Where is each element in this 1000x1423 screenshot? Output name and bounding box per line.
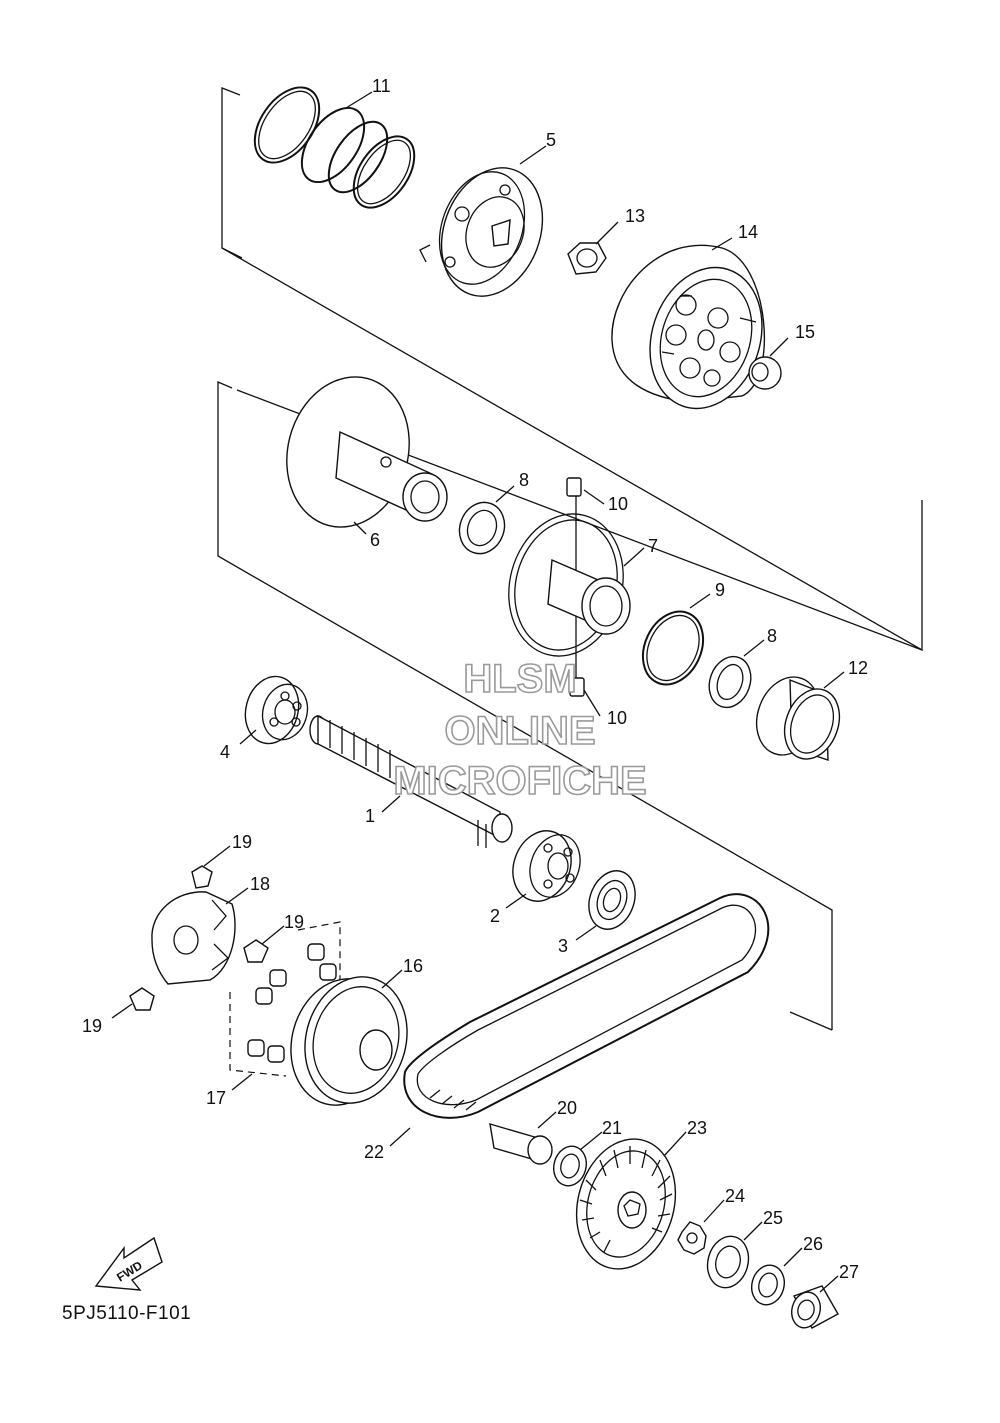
slider-part-19-lower (129, 987, 155, 1011)
watermark-line-2: ONLINE (444, 709, 595, 753)
nut-part-13 (567, 242, 607, 275)
callout-27: 27 (839, 1262, 859, 1282)
primary-sliding-sheave-part-16 (290, 976, 408, 1106)
nut-part-27 (790, 1285, 839, 1329)
washer-part-21 (553, 1145, 587, 1187)
callout-17: 17 (206, 1088, 226, 1108)
diagram-code: 5PJ5110-F101 (62, 1303, 192, 1324)
oil-seal-part-3 (588, 870, 636, 930)
clutch-spring-part-11 (253, 86, 416, 209)
callout-24: 24 (725, 1186, 745, 1206)
callout-21: 21 (602, 1118, 622, 1138)
callout-1: 1 (365, 806, 375, 826)
collar-part-20 (489, 1123, 553, 1165)
callout-7: 7 (648, 536, 658, 556)
slider-part-19-middle (243, 939, 269, 963)
callout-12: 12 (848, 658, 868, 678)
secondary-fixed-sheave-part-6 (286, 376, 448, 528)
oil-seal-part-8-upper (458, 501, 506, 555)
callout-19-left: 19 (82, 1016, 102, 1036)
callout-15: 15 (795, 322, 815, 342)
gear-part-24 (677, 1221, 707, 1255)
clutch-housing-part-14 (611, 244, 766, 410)
watermark-line-3: MICROFICHE (393, 759, 646, 803)
fwd-arrow-icon: FWD (94, 1236, 163, 1291)
callout-9: 9 (715, 580, 725, 600)
callout-5: 5 (546, 130, 556, 150)
washer-part-26 (751, 1264, 785, 1306)
guide-pin-part-10-lower (569, 677, 585, 697)
secondary-sliding-sheave-part-7 (508, 513, 631, 657)
callout-11: 11 (372, 76, 391, 96)
callout-10-upper: 10 (608, 494, 628, 514)
callout-19-top: 19 (232, 832, 252, 852)
v-belt-part-22 (403, 893, 770, 1119)
bearing-part-4 (244, 675, 309, 745)
callout-25: 25 (763, 1208, 783, 1228)
callout-13: 13 (625, 206, 645, 226)
callout-8-upper: 8 (519, 470, 529, 490)
watermark-line-1: HLSM (463, 657, 576, 701)
callout-3: 3 (558, 936, 568, 956)
callout-4: 4 (220, 742, 230, 762)
leader-lines (111, 91, 845, 1293)
clutch-carrier-part-5 (419, 167, 544, 297)
group-outline-upper (221, 87, 923, 652)
collar-part-12 (755, 676, 841, 761)
cam-part-18 (151, 891, 236, 985)
oil-seal-part-8-lower (708, 655, 752, 709)
callout-18: 18 (250, 874, 270, 894)
callout-14: 14 (738, 222, 758, 242)
bearing-part-2 (512, 830, 581, 902)
callout-labels: 11 5 13 14 15 6 8 10 7 9 8 12 10 4 1 2 3… (82, 76, 868, 1282)
nut-part-15 (748, 356, 782, 390)
weight-set-part-17 (229, 921, 341, 1077)
callout-8-lower: 8 (767, 626, 777, 646)
primary-fixed-sheave-part-23 (575, 1138, 677, 1270)
callout-22: 22 (364, 1142, 384, 1162)
callout-19-middle: 19 (284, 912, 304, 932)
callout-10-lower: 10 (607, 708, 627, 728)
callout-26: 26 (803, 1234, 823, 1254)
drive-shaft-part-1 (309, 714, 513, 848)
callout-6: 6 (370, 530, 380, 550)
slider-part-19-upper (191, 865, 213, 889)
callout-2: 2 (490, 906, 500, 926)
nut-part-25 (706, 1235, 750, 1289)
callout-16: 16 (403, 956, 423, 976)
callout-20: 20 (557, 1098, 577, 1118)
o-ring-part-9 (641, 610, 705, 686)
watermark: HLSM ONLINE MICROFICHE (393, 656, 648, 804)
callout-23: 23 (687, 1118, 707, 1138)
